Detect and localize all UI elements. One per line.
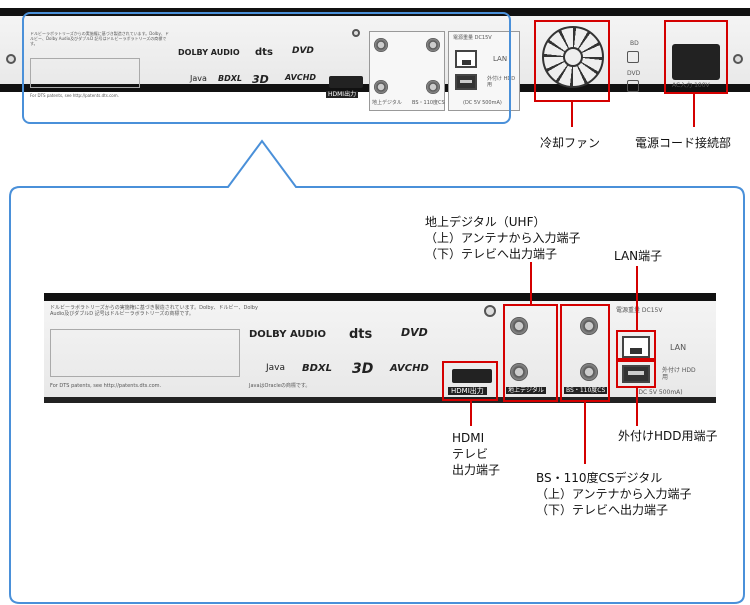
screw-icon xyxy=(6,54,16,64)
bs-cs-callout-line1: BS・110度CSデジタル xyxy=(536,471,663,485)
terrestrial-in-jack-zoom xyxy=(510,317,528,335)
java-notice-zoom: JavaはOracleの商標です。 xyxy=(249,383,311,389)
bd-mark-icon xyxy=(627,51,639,63)
bs-label: BS・110度CS xyxy=(412,100,445,106)
lan-port-icon xyxy=(455,50,477,68)
power-cord-callout: 電源コード接続部 xyxy=(635,136,732,150)
label-sticker-zoom xyxy=(50,329,240,377)
dvd-logo: DVD xyxy=(292,46,314,56)
java-logo-zoom: Java xyxy=(266,363,286,373)
usb-power-zoom-label: (DC 5V 500mA) xyxy=(636,389,683,396)
hdmi-port-icon xyxy=(329,76,363,88)
hdmi-port-label: HDMI出力 xyxy=(326,91,359,99)
dts-logo: dts xyxy=(255,47,273,58)
screw-icon xyxy=(484,305,496,317)
cooling-fan-highlight xyxy=(534,20,610,102)
lan-zoom-label: LAN xyxy=(670,343,687,352)
lan-port-zoom-icon xyxy=(622,336,650,358)
power-cord-leader xyxy=(693,94,695,127)
label-sticker xyxy=(30,58,140,88)
terrestrial-out-jack-zoom xyxy=(510,363,528,381)
zoom-source-outline xyxy=(22,12,511,124)
bs-cs-leader xyxy=(584,402,586,464)
java-logo: Java xyxy=(190,74,207,83)
rear-panel-zoomed: ドルビーラボラトリーズからの実施権に基づき製造されています。Dolby、ドルビー… xyxy=(44,293,716,403)
bs-out-jack-zoom xyxy=(580,363,598,381)
hdmi-callout-line3: 出力端子 xyxy=(452,463,501,477)
bd-label: BD xyxy=(630,40,639,47)
dvd-drive-label: DVD xyxy=(627,70,641,77)
hdmi-port-zoom-label: HDMI出力 xyxy=(448,387,487,396)
terrestrial-label: 地上デジタル xyxy=(372,100,402,106)
hdmi-highlight xyxy=(442,361,498,401)
bluray-3d-logo: 3D xyxy=(252,73,269,86)
dolby-audio-logo: DOLBY AUDIO xyxy=(178,48,240,57)
usb-port-zoom-icon xyxy=(622,365,650,383)
power-rating-zoom: 電源重量 DC15V xyxy=(616,307,663,314)
hdmi-callout-line2: テレビ xyxy=(452,447,489,461)
screw-icon xyxy=(352,29,360,37)
dolby-audio-logo-zoom: DOLBY AUDIO xyxy=(249,329,327,340)
terrestrial-callout-line1: 地上デジタル（UHF） xyxy=(425,215,546,229)
dvd-logo-zoom: DVD xyxy=(401,326,428,339)
dvd-mark-icon xyxy=(627,80,639,92)
terrestrial-leader xyxy=(530,262,532,304)
bluray-3d-logo-zoom: 3D xyxy=(352,361,374,377)
bs-zoom-label: BS・110度CS xyxy=(564,387,608,395)
bdxl-logo-zoom: BDXL xyxy=(302,363,333,374)
ac-inlet-icon xyxy=(672,44,720,80)
power-cord-highlight xyxy=(664,20,728,94)
bs-cs-callout-line3: （下）テレビへ出力端子 xyxy=(536,503,669,517)
usb-label: 外付け HDD用 xyxy=(487,76,516,88)
lan-callout: LAN端子 xyxy=(614,249,663,263)
lan-highlight xyxy=(616,330,656,360)
cooling-fan-callout: 冷却ファン xyxy=(540,136,601,150)
cooling-fan-leader xyxy=(571,102,573,127)
usb-highlight xyxy=(616,360,656,388)
bdxl-logo: BDXL xyxy=(218,74,243,83)
screw-icon xyxy=(733,54,743,64)
usb-hdd-callout: 外付けHDD用端子 xyxy=(618,429,718,443)
terrestrial-out-jack xyxy=(374,80,388,94)
fan-hub xyxy=(563,47,583,67)
usb-power-label: (DC 5V 500mA) xyxy=(463,100,502,106)
bs-cs-callout-line2: （上）アンテナから入力端子 xyxy=(536,487,692,501)
avchd-logo: AVCHD xyxy=(285,73,317,82)
dts-patents-zoom: For DTS patents, see http://patents.dts.… xyxy=(50,383,162,389)
lan-label: LAN xyxy=(493,55,508,63)
usb-port-icon xyxy=(455,74,477,90)
antenna-port-block: 地上デジタル BS・110度CS xyxy=(369,31,445,111)
ac-input-label: AC入力 100V xyxy=(672,82,710,89)
avchd-logo-zoom: AVCHD xyxy=(390,363,429,374)
dolby-notice-zoom: ドルビーラボラトリーズからの実施権に基づき製造されています。Dolby、ドルビー… xyxy=(50,305,258,317)
hdmi-leader xyxy=(470,401,472,426)
dts-logo-zoom: dts xyxy=(349,327,373,342)
terrestrial-callout-line2: （上）アンテナから入力端子 xyxy=(425,231,581,245)
bs-out-jack xyxy=(426,80,440,94)
bs-in-jack-zoom xyxy=(580,317,598,335)
lan-usb-block: 電源重量 DC15V LAN 外付け HDD用 (DC 5V 500mA) xyxy=(448,31,520,111)
hdmi-port-zoom-icon xyxy=(452,369,492,383)
terrestrial-highlight xyxy=(503,304,558,402)
lan-leader xyxy=(636,266,638,330)
terrestrial-in-jack xyxy=(374,38,388,52)
dts-patents-text: For DTS patents, see http://patents.dts.… xyxy=(30,93,119,98)
usb-zoom-label: 外付け HDD用 xyxy=(662,367,696,382)
terrestrial-callout-line3: （下）テレビへ出力端子 xyxy=(425,247,558,261)
bs-in-jack xyxy=(426,38,440,52)
power-rating: 電源重量 DC15V xyxy=(453,35,492,41)
dolby-notice: ドルビーラボラトリーズからの実施権に基づき製造されています。Dolby、ドルビー… xyxy=(30,31,169,46)
usb-leader xyxy=(636,388,638,426)
bs-cs-highlight xyxy=(560,304,610,402)
hdmi-callout-line1: HDMI xyxy=(452,431,485,445)
terrestrial-zoom-label: 地上デジタル xyxy=(506,387,546,395)
